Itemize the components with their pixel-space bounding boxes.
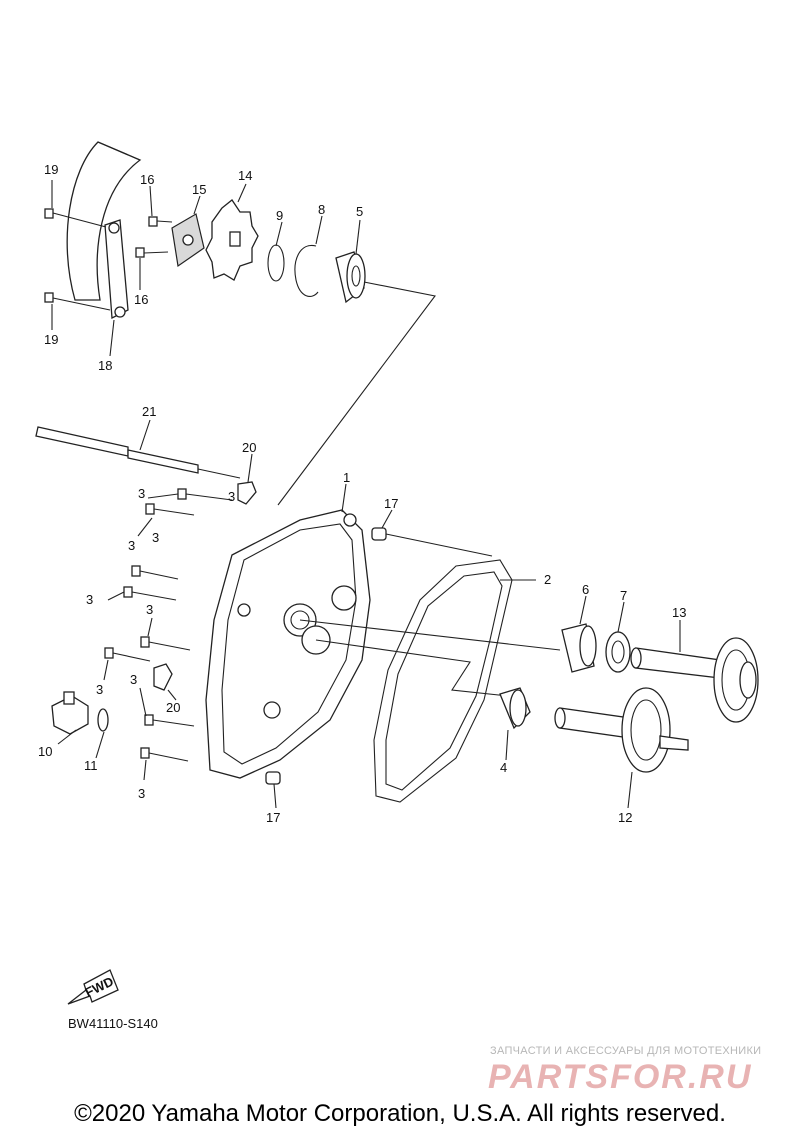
oil-seal-5 — [335, 251, 366, 304]
dowel-pin-17-lower — [265, 771, 281, 785]
callout-20: 20 — [166, 700, 180, 715]
bolt-3-b — [145, 503, 195, 516]
callout-17: 17 — [384, 496, 398, 511]
dowel-pin-17-upper — [371, 527, 493, 557]
rod-21 — [35, 426, 241, 479]
bolt-16-lower — [135, 247, 169, 258]
gasket-2 — [373, 559, 513, 803]
watermark-tagline: ЗАПЧАСТИ И АКСЕССУАРЫ ДЛЯ МОТОТЕХНИКИ — [490, 1045, 762, 1057]
callout-18: 18 — [98, 358, 112, 373]
diagram-code: BW41110-S140 — [68, 1016, 158, 1031]
callout-21: 21 — [142, 404, 156, 419]
gear-shaft-13 — [630, 637, 759, 723]
callout-labels: 1 2 3 3 3 3 3 3 3 3 3 4 5 6 7 8 9 10 11 … — [38, 162, 686, 825]
bolt-3-e — [140, 636, 191, 651]
callout-2: 2 — [544, 572, 551, 587]
callout-19: 19 — [44, 332, 58, 347]
clip-20-upper — [237, 481, 257, 505]
callout-3: 3 — [138, 786, 145, 801]
watermark-brand: PARTSFOR.RU — [488, 1058, 753, 1096]
clip-20-lower — [153, 663, 173, 691]
callout-1: 1 — [343, 470, 350, 485]
copyright-notice: ©2020 Yamaha Motor Corporation, U.S.A. A… — [74, 1100, 726, 1127]
bolt-3-a — [177, 488, 233, 501]
callout-7: 7 — [620, 588, 627, 603]
callout-3: 3 — [228, 489, 235, 504]
callout-13: 13 — [672, 605, 686, 620]
callout-14: 14 — [238, 168, 252, 183]
callout-3: 3 — [130, 672, 137, 687]
callout-8: 8 — [318, 202, 325, 217]
callout-3: 3 — [128, 538, 135, 553]
bolt-16-upper — [148, 216, 173, 227]
callout-16: 16 — [134, 292, 148, 307]
drive-sprocket-14 — [205, 199, 259, 281]
guard-bracket-18 — [104, 219, 129, 320]
callout-9: 9 — [276, 208, 283, 223]
transmission-case-1 — [205, 509, 371, 779]
callout-leaders — [51, 180, 681, 809]
callout-3: 3 — [86, 592, 93, 607]
bolt-19-lower — [44, 292, 111, 311]
fwd-arrow-icon: FWD — [67, 969, 119, 1005]
gear-shaft-12 — [554, 687, 689, 773]
callout-19: 19 — [44, 162, 58, 177]
oil-seal-7 — [605, 631, 631, 673]
lock-plate-15 — [171, 213, 205, 268]
bolt-3-c — [131, 565, 179, 580]
callout-6: 6 — [582, 582, 589, 597]
callout-16: 16 — [140, 172, 154, 187]
bolt-19-upper — [44, 208, 107, 228]
bolt-3-h — [140, 747, 189, 762]
circlip-8 — [294, 244, 319, 298]
callout-15: 15 — [192, 182, 206, 197]
chain-guard — [66, 141, 142, 301]
bolt-3-g — [144, 714, 195, 727]
bolt-3-f — [104, 647, 151, 662]
callout-10: 10 — [38, 744, 52, 759]
callout-12: 12 — [618, 810, 632, 825]
bearing-4 — [499, 687, 531, 730]
drain-plug-10 — [51, 691, 89, 735]
callout-5: 5 — [356, 204, 363, 219]
callout-11: 11 — [84, 758, 98, 773]
needle-bearing-6 — [561, 623, 597, 673]
bolt-3-d — [123, 586, 177, 601]
callout-17: 17 — [266, 810, 280, 825]
callout-3: 3 — [152, 530, 159, 545]
washer-11 — [97, 708, 109, 732]
callout-3: 3 — [146, 602, 153, 617]
callout-20: 20 — [242, 440, 256, 455]
callout-3: 3 — [96, 682, 103, 697]
callout-4: 4 — [500, 760, 507, 775]
callout-3: 3 — [138, 486, 145, 501]
circlip-9 — [267, 244, 285, 282]
